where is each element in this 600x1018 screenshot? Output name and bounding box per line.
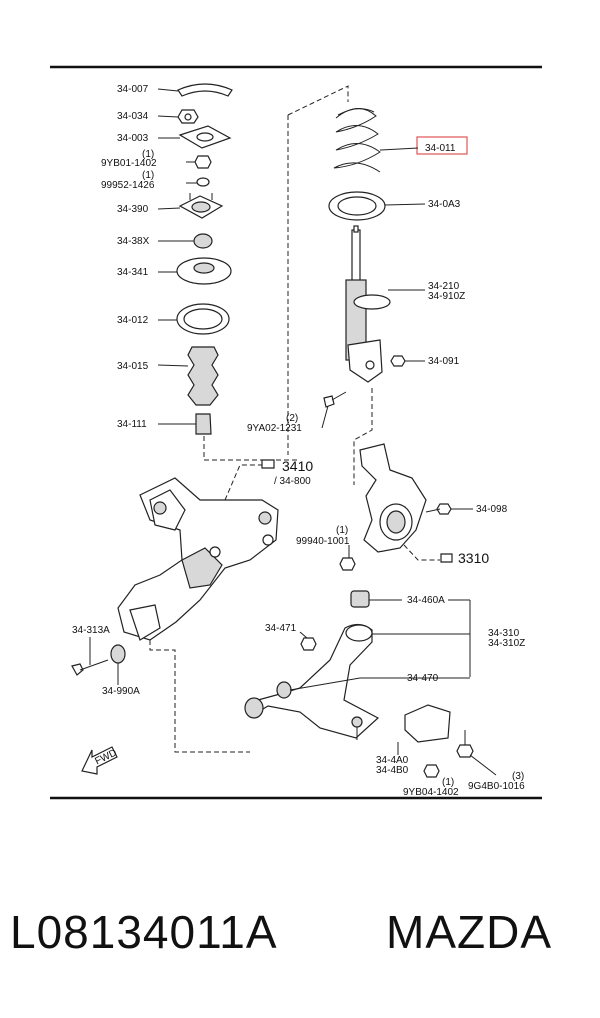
part-34-034[interactable]: 34-034	[117, 109, 199, 124]
part-34-4a0-ball-joint[interactable]: 34-4A0 34-4B0	[351, 704, 451, 776]
guide-strut-to-knuckle	[353, 388, 373, 485]
part-9g4b0-1016-bolt[interactable]: (3) 9G4B0-1016	[456, 730, 525, 792]
label-34-034: 34-034	[117, 111, 149, 122]
label-34-111: 34-111	[117, 419, 147, 430]
label-34-471: 34-471	[265, 623, 297, 634]
part-34-38x[interactable]: 34-38X	[117, 233, 213, 249]
label-34-091: 34-091	[428, 356, 460, 367]
brand-caption: MAZDA	[386, 906, 552, 958]
qty-9yb01: (1)	[142, 149, 154, 160]
ref-3410: 3410	[282, 458, 313, 474]
part-34-341[interactable]: 34-341	[117, 257, 232, 285]
guide-stack-to-strut	[203, 436, 300, 461]
label-34-38x: 34-38X	[117, 236, 150, 247]
ref-3310: 3310	[458, 550, 489, 566]
qty-9yb04: (1)	[442, 777, 454, 788]
fwd-arrow-icon: FWD	[81, 746, 119, 775]
label-34-012: 34-012	[117, 315, 149, 326]
label-34-460a: 34-460A	[407, 595, 445, 606]
label-34-4a0: 34-4A0	[376, 755, 409, 766]
part-34-460a-bushing[interactable]: 34-460A	[350, 590, 445, 608]
label-34-210: 34-210	[428, 281, 460, 292]
part-knuckle-3310[interactable]: 3310	[359, 443, 489, 566]
label-34-990a: 34-990A	[102, 686, 140, 697]
part-34-313a-bolt[interactable]: 34-313A	[71, 625, 110, 676]
label-9yb01-1402: 9YB01-1402	[101, 158, 157, 169]
part-34-007[interactable]: 34-007	[117, 83, 233, 97]
qty-9ya02: (2)	[286, 413, 298, 424]
part-99940-1001-nut[interactable]: (1) 99940-1001	[296, 525, 356, 571]
guide-subframe-left	[149, 640, 250, 753]
label-99952-1426: 99952-1426	[101, 180, 155, 191]
part-99952-1426[interactable]: (1) 99952-1426	[101, 170, 210, 191]
guide-top-strut	[287, 85, 349, 116]
part-9yb01-1402[interactable]: (1) 9YB01-1402	[101, 149, 212, 169]
label-34-0a3: 34-0A3	[428, 199, 461, 210]
part-34-098-bolt[interactable]: 34-098	[425, 503, 508, 515]
ref-34-800: / 34-800	[274, 476, 311, 487]
part-34-210-strut[interactable]: 34-210 34-910Z	[345, 225, 465, 383]
label-9yb04-1402: 9YB04-1402	[403, 787, 459, 798]
label-9ya02-1231: 9YA02-1231	[247, 423, 302, 434]
qty-99940: (1)	[336, 525, 348, 536]
part-9yb04-1402-nut[interactable]: (1) 9YB04-1402	[403, 764, 459, 798]
part-9ya02-1231-bolt[interactable]: (2) 9YA02-1231	[247, 391, 347, 434]
label-34-098: 34-098	[476, 504, 508, 515]
label-34-003: 34-003	[117, 133, 149, 144]
part-34-011-coil-spring[interactable]	[333, 108, 381, 173]
qty-9g4b0: (3)	[512, 771, 524, 782]
part-34-990a-bushing[interactable]: 34-990A	[102, 644, 140, 697]
label-34-011: 34-011	[425, 143, 456, 154]
part-34-015[interactable]: 34-015	[117, 346, 219, 406]
label-34-015: 34-015	[117, 361, 149, 372]
fwd-label: FWD	[93, 747, 118, 767]
label-34-470: 34-470	[407, 673, 439, 684]
part-34-471-nut[interactable]: 34-471	[265, 623, 317, 651]
part-34-003[interactable]: 34-003	[117, 125, 232, 149]
label-34-007: 34-007	[117, 84, 149, 95]
label-34-310: 34-310	[488, 628, 520, 639]
label-9g4b0-1016: 9G4B0-1016	[468, 781, 525, 792]
part-34-091-nut[interactable]: 34-091	[390, 355, 460, 367]
part-subframe-3410[interactable]: 3410 / 34-800	[117, 458, 313, 641]
part-34-390[interactable]: 34-390	[117, 193, 224, 219]
label-34-910z: 34-910Z	[428, 291, 465, 302]
label-99940-1001: 99940-1001	[296, 536, 350, 547]
label-34-313a: 34-313A	[72, 625, 110, 636]
label-34-4b0: 34-4B0	[376, 765, 409, 776]
qty-99952: (1)	[142, 170, 154, 181]
part-34-111[interactable]: 34-111	[117, 413, 212, 435]
label-34-310z: 34-310Z	[488, 638, 525, 649]
highlight-box-34-011	[416, 136, 468, 155]
part-34-310-lower-arm[interactable]: 34-470	[244, 623, 470, 739]
part-34-0a3-spring-seat[interactable]: 34-0A3	[328, 191, 461, 221]
part-number-caption: L08134011A	[10, 906, 278, 958]
label-34-390: 34-390	[117, 204, 149, 215]
part-34-012[interactable]: 34-012	[117, 303, 230, 335]
label-34-341: 34-341	[117, 267, 149, 278]
